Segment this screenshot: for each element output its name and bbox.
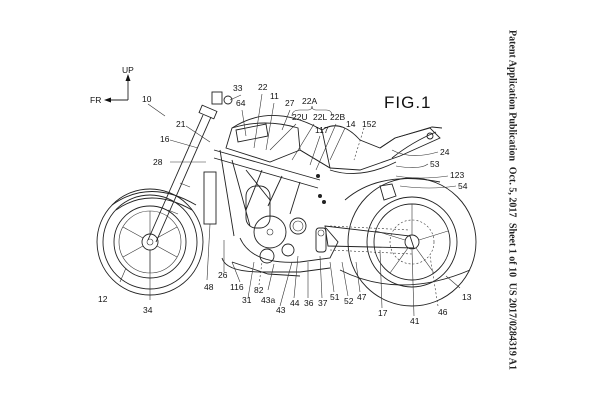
ref-26: 26 bbox=[218, 270, 228, 280]
ref-22L: 22L bbox=[313, 112, 327, 122]
ref-36: 36 bbox=[304, 298, 314, 308]
ref-22B: 22B bbox=[330, 112, 345, 122]
ref-41: 41 bbox=[410, 316, 420, 326]
ref-47: 47 bbox=[357, 292, 367, 302]
front-fork bbox=[147, 91, 233, 243]
ref-64: 64 bbox=[236, 98, 246, 108]
exhaust-end bbox=[379, 183, 397, 201]
front-label: FR bbox=[90, 95, 101, 105]
ref-10: 10 bbox=[142, 94, 152, 104]
ref-33: 33 bbox=[233, 83, 243, 93]
rear-wheel bbox=[339, 177, 477, 307]
publication-date: Oct. 5, 2017 bbox=[506, 166, 518, 218]
ref-53: 53 bbox=[430, 159, 440, 169]
ref-37: 37 bbox=[318, 298, 328, 308]
seat-and-tail bbox=[321, 125, 443, 175]
ref-16: 16 bbox=[160, 134, 170, 144]
ref-22A: 22A bbox=[302, 96, 317, 106]
ref-11: 11 bbox=[270, 91, 279, 101]
ref-52: 52 bbox=[344, 296, 354, 306]
ref-82: 82 bbox=[254, 285, 264, 295]
sheet-number: Sheet 1 of 10 bbox=[506, 222, 518, 278]
ref-54: 54 bbox=[458, 181, 468, 191]
ref-117: 117 bbox=[315, 125, 329, 135]
ref-46: 46 bbox=[438, 307, 448, 317]
ref-123: 123 bbox=[450, 170, 464, 180]
ref-27: 27 bbox=[285, 98, 295, 108]
ref-12: 12 bbox=[98, 294, 108, 304]
ref-22: 22 bbox=[258, 82, 268, 92]
radiator bbox=[203, 171, 217, 225]
brace-22A bbox=[291, 105, 333, 117]
orientation-indicator: UP FR bbox=[90, 65, 134, 105]
ref-31: 31 bbox=[242, 295, 252, 305]
up-label: UP bbox=[122, 65, 134, 75]
ref-17: 17 bbox=[378, 308, 388, 318]
figure-title: FIG.1 bbox=[384, 93, 432, 112]
ref-22U: 22U bbox=[292, 112, 308, 122]
ref-24: 24 bbox=[440, 147, 450, 157]
ref-51: 51 bbox=[330, 292, 340, 302]
reference-numerals: 10 21 16 28 33 64 22 11 27 22A 22U 22L 2… bbox=[98, 82, 472, 326]
up-arrow-icon bbox=[125, 74, 131, 81]
ref-14: 14 bbox=[346, 119, 356, 129]
ref-34: 34 bbox=[143, 305, 153, 315]
publication-number: US 2017/0284319 A1 bbox=[506, 282, 518, 370]
ref-116: 116 bbox=[230, 282, 244, 292]
ref-13: 13 bbox=[462, 292, 472, 302]
patent-header: Patent Application Publication Oct. 5, 2… bbox=[507, 30, 518, 370]
ref-152: 152 bbox=[362, 119, 376, 129]
ref-21: 21 bbox=[176, 119, 186, 129]
publication-type: Patent Application Publication bbox=[506, 30, 518, 162]
swing-arm bbox=[324, 225, 415, 255]
ref-44: 44 bbox=[290, 298, 300, 308]
leader-lines bbox=[119, 93, 461, 317]
front-arrow-icon bbox=[104, 97, 111, 103]
frame-and-tank bbox=[213, 115, 331, 237]
ref-48: 48 bbox=[204, 282, 214, 292]
ref-28: 28 bbox=[153, 157, 163, 167]
ref-43a: 43a bbox=[261, 295, 275, 305]
ref-43: 43 bbox=[276, 305, 286, 315]
